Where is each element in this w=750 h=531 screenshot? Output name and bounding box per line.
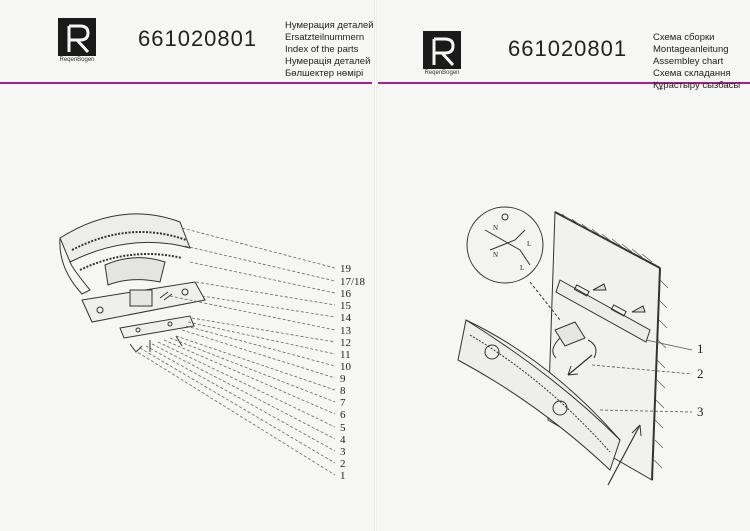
- part-number: 9: [340, 373, 346, 385]
- title-en: Assembley chart: [653, 56, 724, 67]
- page-fold: [374, 0, 377, 531]
- part-number: 3: [340, 446, 346, 458]
- wire-label-neutral: N: [493, 224, 498, 232]
- title-list-left: Нумерация деталей Ersatzteilnummern Inde…: [285, 20, 374, 80]
- title-de: Ersatzteilnummern: [285, 32, 365, 43]
- brand-name-right: ReqenBogen: [424, 70, 460, 76]
- part-leader-lines: [133, 227, 336, 476]
- callout-leader-lines: [591, 339, 693, 413]
- brand-logo-left: ReqenBogen: [58, 18, 96, 63]
- header-divider-left: [0, 82, 372, 84]
- title-ua: Схема складання: [653, 68, 731, 79]
- title-kz: Құрастыру сызбасы: [653, 80, 741, 91]
- part-number: 17/18: [340, 276, 366, 288]
- part-number: 10: [340, 361, 352, 373]
- part-number: 12: [340, 337, 351, 349]
- part-number: 15: [340, 300, 352, 312]
- part-number: 5: [340, 422, 346, 434]
- logo-mark-icon: [58, 18, 96, 56]
- part-number: 7: [340, 397, 346, 409]
- title-kz: Бөлшектер нөмірі: [285, 68, 364, 79]
- title-list-right: Схема сборки Montageanleitung Assembley …: [653, 32, 740, 92]
- part-number: 6: [340, 409, 346, 421]
- part-number: 13: [340, 325, 352, 337]
- part-number: 16: [340, 288, 352, 300]
- title-ua: Нумерація деталей: [285, 56, 371, 67]
- article-code-left: 661020801: [138, 26, 258, 51]
- brand-name-left: ReqenBogen: [59, 57, 95, 63]
- wire-label-neutral: N: [493, 251, 498, 259]
- part-number: 11: [340, 349, 351, 361]
- exploded-parts-drawing: [59, 213, 206, 353]
- callout-numbers: 1 2 3: [697, 341, 704, 419]
- article-code-right: 661020801: [508, 36, 628, 61]
- part-number: 2: [340, 458, 346, 470]
- part-number: 19: [340, 263, 352, 275]
- wire-label-live: L: [527, 240, 531, 248]
- title-ru: Схема сборки: [653, 32, 715, 43]
- callout-number: 2: [697, 366, 704, 381]
- callout-number: 3: [697, 404, 704, 419]
- logo-mark-icon: [423, 31, 461, 69]
- part-number-column: 19 17/18 16 15 14 13 12 11 10 9 8 7 6 5 …: [340, 263, 366, 482]
- title-ru: Нумерация деталей: [285, 20, 374, 31]
- title-de: Montageanleitung: [653, 44, 729, 55]
- wire-labels: N L N L: [493, 224, 531, 272]
- assembly-drawing: [457, 206, 669, 486]
- part-number: 1: [340, 470, 346, 482]
- brand-logo-right: ReqenBogen: [423, 31, 461, 76]
- part-number: 14: [340, 312, 352, 324]
- title-en: Index of the parts: [285, 44, 359, 55]
- part-number: 8: [340, 385, 346, 397]
- header-divider-right: [378, 82, 750, 84]
- wire-label-live: L: [520, 264, 524, 272]
- callout-number: 1: [697, 341, 704, 356]
- part-number: 4: [340, 434, 346, 446]
